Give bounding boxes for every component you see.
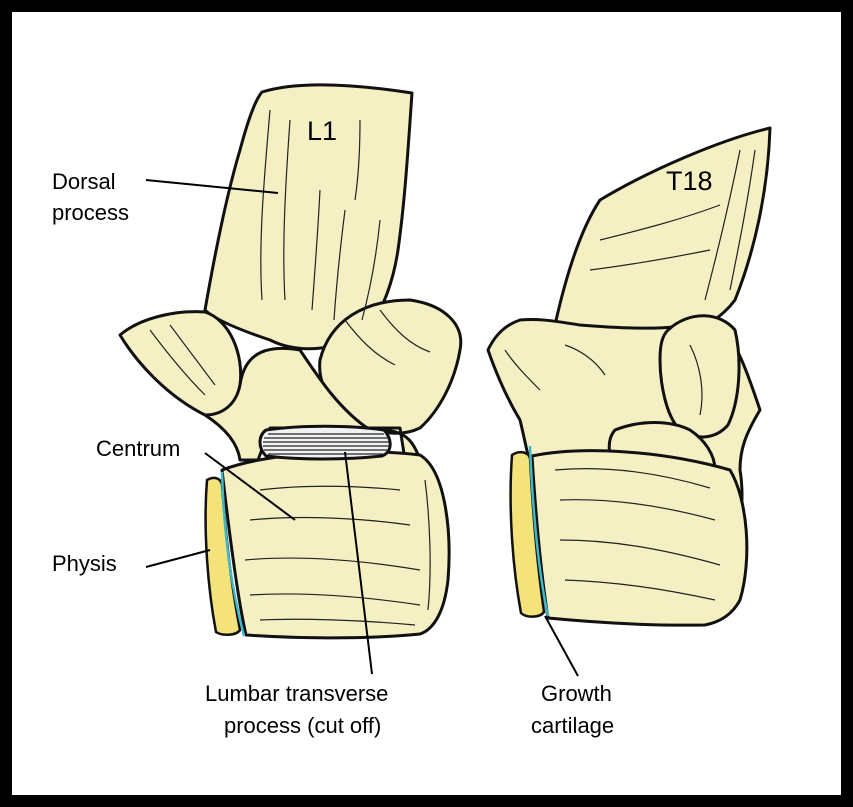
l1-label: L1	[307, 116, 337, 146]
lumbar-label-line1: Lumbar transverse	[205, 681, 388, 706]
growth-label-line1: Growth	[541, 681, 612, 706]
l1-cranial-articular-process	[120, 312, 241, 417]
t18-centrum	[532, 451, 747, 625]
dorsal-label-line1: Dorsal	[52, 169, 116, 194]
l1-vertebra	[120, 85, 461, 638]
growth-leader	[545, 616, 578, 676]
physis-label: Physis	[52, 551, 117, 576]
centrum-label: Centrum	[96, 436, 180, 461]
t18-articular-process	[660, 316, 739, 437]
l1-centrum	[222, 452, 449, 638]
dorsal-label-line2: process	[52, 200, 129, 225]
growth-label-line2: cartilage	[531, 713, 614, 738]
t18-label: T18	[666, 166, 713, 196]
t18-vertebra	[488, 128, 770, 625]
lumbar-label-line2: process (cut off)	[224, 713, 381, 738]
physis-leader	[146, 550, 210, 567]
